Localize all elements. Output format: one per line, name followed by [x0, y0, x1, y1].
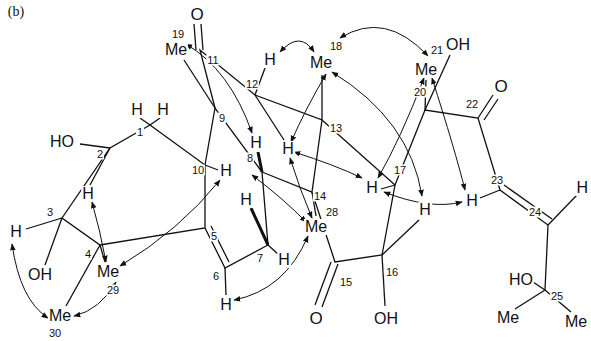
hydrogen-label: H	[9, 224, 23, 240]
hydrogen-label: H	[418, 202, 432, 218]
methyl-label: Me	[496, 310, 520, 326]
methyl-label: Me	[48, 308, 72, 324]
atom-number: 17	[393, 165, 407, 176]
atom-number: 21	[430, 45, 444, 56]
atom-number: 8	[246, 153, 254, 164]
bond-lines	[26, 24, 577, 312]
hydrogen-label: H	[156, 102, 170, 118]
atom-number: 12	[245, 79, 259, 90]
atom-number: 28	[325, 207, 339, 218]
oxygen-label: O	[493, 78, 508, 95]
atom-number: 25	[550, 291, 564, 302]
atom-number: 18	[329, 41, 343, 52]
methyl-label: Me	[304, 219, 328, 235]
hydrogen-label: H	[365, 180, 379, 196]
hydrogen-label: H	[575, 180, 589, 196]
hydrogen-label: H	[277, 252, 291, 268]
atom-number: 4	[84, 249, 92, 260]
hydroxyl-label: HO	[49, 134, 75, 150]
hydrogen-label: H	[249, 135, 263, 151]
hydrogen-label: H	[263, 52, 277, 68]
hydroxyl-label: HO	[508, 272, 534, 288]
hydrogen-label: H	[219, 297, 233, 313]
oxygen-label: O	[308, 310, 323, 327]
hydroxyl-label: OH	[27, 267, 53, 283]
atom-number: 2	[96, 149, 104, 160]
hydroxyl-label: OH	[445, 37, 471, 53]
atom-number: 30	[48, 328, 62, 339]
hydrogen-label: H	[130, 102, 144, 118]
atom-number: 9	[218, 113, 226, 124]
hydrogen-label: H	[219, 163, 233, 179]
atom-number: 1	[136, 127, 144, 138]
methyl-label: Me	[564, 314, 588, 330]
noe-arrows	[12, 27, 465, 318]
atom-number: 22	[465, 99, 479, 110]
oxygen-label: O	[189, 6, 204, 23]
atom-number: 16	[385, 267, 399, 278]
hydrogen-label: H	[465, 193, 479, 209]
hydrogen-label: H	[239, 192, 253, 208]
methyl-label: Me	[309, 55, 333, 71]
atom-number: 3	[46, 207, 54, 218]
atom-number: 29	[106, 285, 120, 296]
atom-number: 15	[339, 277, 353, 288]
atom-number: 7	[256, 253, 264, 264]
methyl-label: Me	[164, 42, 188, 58]
atom-number: 20	[413, 87, 427, 98]
atom-number: 24	[528, 207, 542, 218]
hydroxyl-label: OH	[373, 311, 399, 327]
panel-label: (b)	[7, 5, 25, 19]
atom-number: 13	[329, 123, 343, 134]
hydrogen-label: H	[281, 141, 295, 157]
methyl-label: Me	[414, 62, 438, 78]
atom-number: 23	[490, 175, 504, 186]
hydrogen-label: H	[81, 186, 95, 202]
atom-number: 5	[210, 231, 218, 242]
atom-number: 11	[206, 55, 219, 66]
atom-number: 19	[171, 29, 185, 40]
atom-number: 10	[191, 165, 205, 176]
atom-number: 6	[212, 271, 220, 282]
atom-number: 14	[313, 191, 327, 202]
methyl-label: Me	[96, 264, 120, 280]
